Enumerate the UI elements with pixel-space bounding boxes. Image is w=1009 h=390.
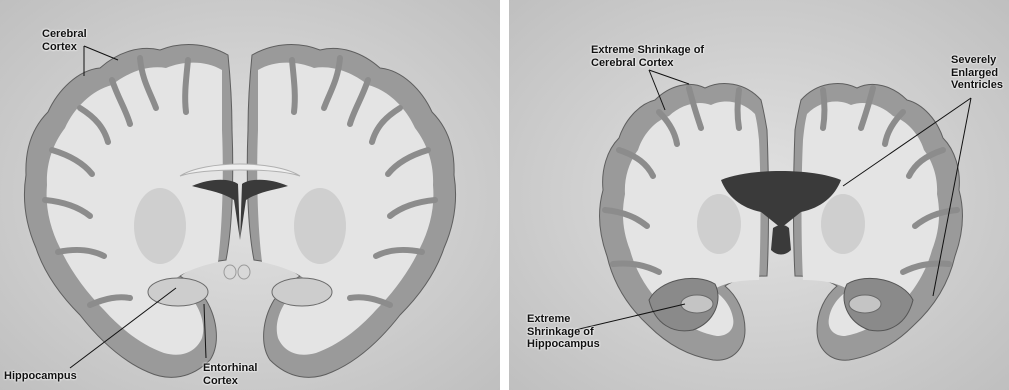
hippocampus-shrinkage-label: Extreme Shrinkage of Hippocampus [527, 313, 600, 351]
hippocampus-shape [681, 295, 713, 313]
cerebral-cortex-label: Cerebral Cortex [42, 28, 87, 53]
third-ventricle [771, 225, 791, 255]
basal-ganglia [821, 194, 865, 254]
healthy-brain-illustration [0, 0, 500, 390]
healthy-brain-panel: Cerebral Cortex Hippocampus Entorhinal C… [0, 0, 500, 390]
mammillary-body [224, 265, 236, 279]
cortex-shrinkage-label: Extreme Shrinkage of Cerebral Cortex [591, 44, 704, 69]
entorhinal-cortex-label: Entorhinal Cortex [203, 362, 257, 387]
hippocampus-label: Hippocampus [4, 370, 77, 383]
enlarged-ventricles-label: Severely Enlarged Ventricles [951, 54, 1003, 92]
basal-ganglia [134, 188, 186, 264]
alzheimers-brain-panel: Extreme Shrinkage of Cerebral Cortex Sev… [509, 0, 1009, 390]
mammillary-body [238, 265, 250, 279]
hippocampus-shape [272, 278, 332, 306]
basal-ganglia [697, 194, 741, 254]
hippocampus-shape [849, 295, 881, 313]
basal-ganglia [294, 188, 346, 264]
